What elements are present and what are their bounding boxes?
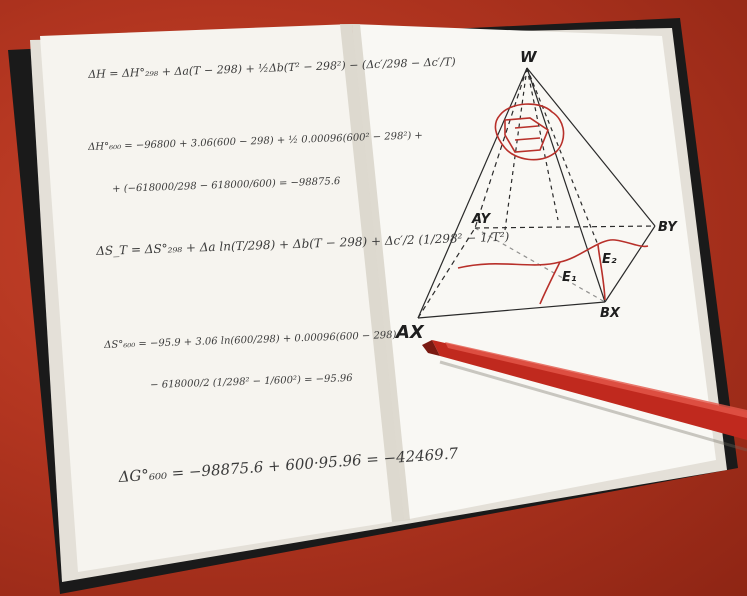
red-pen: [422, 340, 747, 452]
label-e2: E₂: [602, 252, 617, 267]
left-page: [40, 24, 404, 572]
label-by: BY: [658, 220, 677, 235]
pen-tip: [422, 340, 440, 356]
label-ay: AY: [472, 212, 490, 227]
pen-shadow: [439, 360, 747, 452]
label-e1: E₁: [562, 270, 577, 285]
pen-highlight: [445, 342, 747, 418]
right-page: [352, 24, 716, 520]
label-w: W: [520, 48, 537, 66]
phase-boundary-curves: [457, 103, 649, 305]
gutter-shadow: [340, 24, 410, 522]
pen-body: [432, 340, 747, 440]
pyramid-diagram: [417, 67, 656, 319]
label-ax: AX: [396, 322, 424, 343]
label-bx: BX: [600, 306, 620, 321]
